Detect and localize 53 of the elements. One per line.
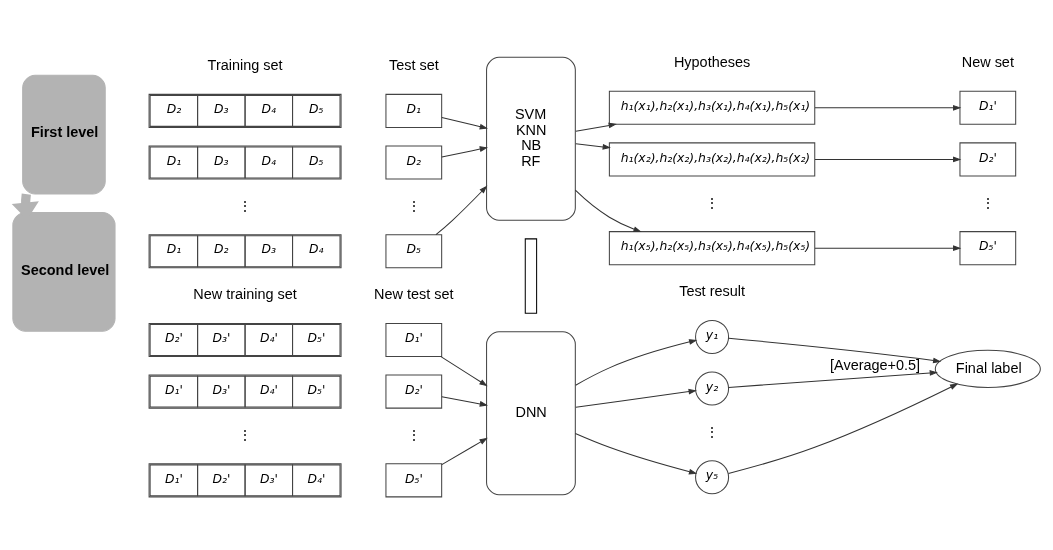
label: New set [961,53,1014,70]
arrow [728,369,938,388]
node-box: D₂' [385,374,443,409]
node-bar [524,237,538,314]
arrow [575,122,617,132]
node-box: D₁' [385,322,443,357]
arrow [440,355,488,386]
node-box: D₅' [385,462,443,497]
arrow [441,145,488,157]
arrow [728,337,942,363]
label: ⋮ [238,197,253,214]
label: ⋮ [705,194,720,211]
label: ⋮ [980,194,995,211]
label: ⋮ [406,426,421,443]
node-circle: y₂ [695,371,730,406]
arrow [814,156,962,162]
node-box: h₁(x₂),h₂(x₂),h₃(x₂),h₄(x₂),h₅(x₂) [608,141,816,176]
node-box: D₁ [385,93,443,128]
label: ⋮ [406,197,421,214]
arrow [574,432,698,474]
node-box: SVM KNN NB RF [486,56,576,221]
node-circle: y₁ [695,319,730,354]
node-box: First level [22,74,106,194]
node-box: h₁(x₅),h₂(x₅),h₃(x₅),h₄(x₅),h₅(x₅) [608,230,816,265]
arrow [814,244,962,251]
arrow [574,189,642,232]
label: Test result [679,282,745,299]
arrow [575,142,611,150]
label: New test set [374,285,454,302]
node-box: h₁(x₁),h₂(x₁),h₃(x₁),h₄(x₁),h₅(x₁) [608,90,816,125]
arrow [441,116,488,129]
node-box: D₅ [385,233,443,268]
node-box: Second level [12,211,116,332]
label: ⋮ [238,426,253,443]
label: Training set [207,56,283,73]
arrow [727,382,959,474]
node-box: DNN [486,330,576,495]
node-box: D₂ [385,144,443,179]
arrow [575,388,697,408]
edge-label: [Average+0.5] [830,356,921,373]
arrow [814,104,962,111]
arrow [575,338,698,386]
label: Test set [388,56,439,73]
label: ⋮ [705,423,720,440]
node-box: D₅' [959,230,1017,265]
node-box: D₁' [959,90,1017,125]
node-box: D₂' [959,141,1017,176]
arrow [441,395,488,407]
arrow [441,437,488,465]
arrow [435,185,488,235]
label: New training set [193,285,297,302]
node-circle: y₅ [695,459,730,494]
label: Hypotheses [673,53,751,70]
